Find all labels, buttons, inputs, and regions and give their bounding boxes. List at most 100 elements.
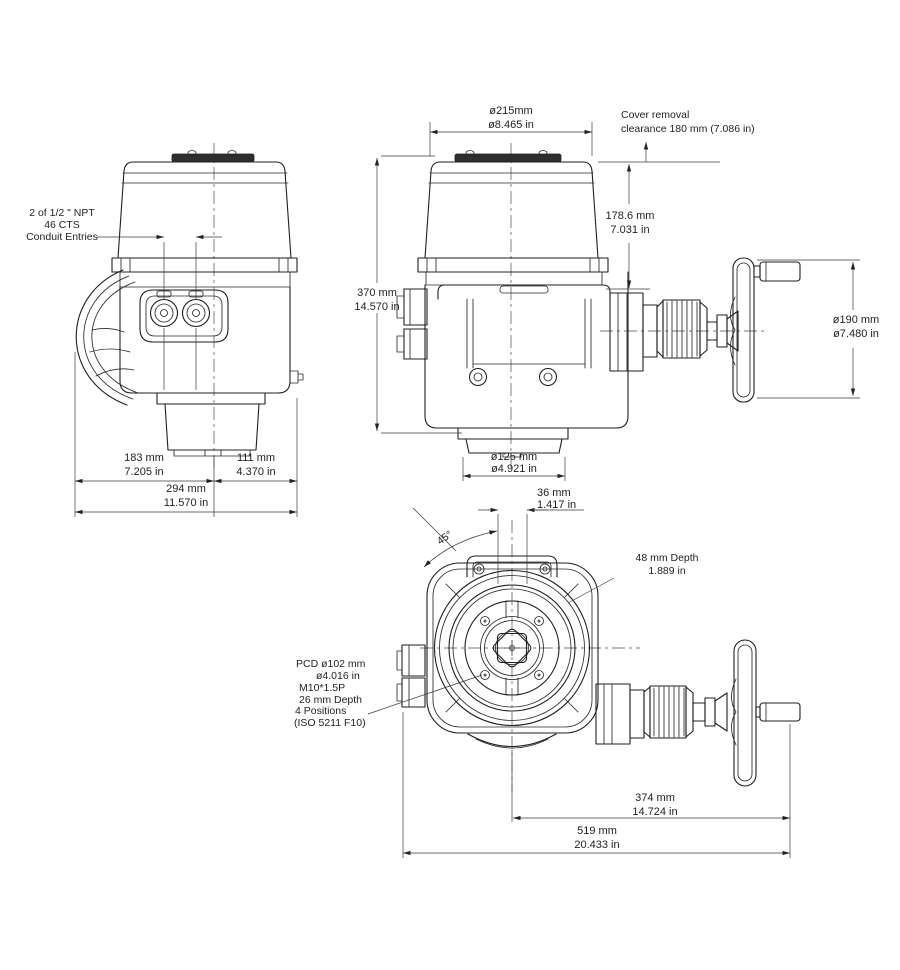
side-handwheel (732, 257, 755, 403)
cover-removal-line2: clearance 180 mm (7.086 in) (621, 123, 755, 135)
front-width-extension-lines (74, 352, 298, 517)
front-handwheel-spokes (89, 327, 135, 377)
pcd-line5: 4 Positions (295, 705, 346, 717)
front-flange (111, 257, 298, 288)
dim-125-in: ø4.921 in (491, 463, 537, 475)
dim-111-mm: 111 mm (237, 452, 275, 464)
plan-corner-creases (445, 583, 579, 713)
plan-dimensions: 36 mm 1.417 in 45° 48 mm Depth 1.889 in … (294, 487, 791, 858)
depth-48-line2: 1.889 in (648, 565, 686, 577)
pcd-line6: (ISO 5211 F10) (294, 717, 366, 729)
dim-1786-mm: 178.6 mm (606, 210, 655, 222)
dim-36-in: 1.417 in (537, 499, 576, 511)
plan-key-slots (505, 600, 519, 696)
dim-215-in: ø8.465 in (488, 119, 534, 131)
side-bracket (466, 298, 592, 387)
conduit-note-line2: 46 CTS (44, 219, 80, 231)
pcd-line3: M10*1.5P (299, 682, 345, 694)
side-crank-stub (753, 265, 761, 278)
front-output-cylinder (156, 392, 266, 457)
front-cover-lines (121, 172, 289, 184)
plan-clutch-knob (649, 685, 687, 739)
side-handwheel-drive (609, 257, 801, 403)
side-handwheel-spokes (730, 296, 736, 366)
plan-handwheel (733, 639, 757, 787)
angle-45-label: 45° (435, 529, 455, 548)
plan-bottom-bulge (467, 733, 557, 748)
dim-36-mm: 36 mm (537, 487, 571, 499)
dim-183-mm: 183 mm (124, 452, 164, 464)
front-cover (117, 161, 292, 259)
dim-370-in: 14.570 in (354, 301, 399, 313)
pcd-line4: 26 mm Depth (299, 694, 362, 706)
conduit-extension-lines (163, 242, 197, 300)
dim-190-extensions (757, 259, 860, 399)
front-conduit-entry-right (181, 298, 211, 328)
front-conduit-hidden-lines (163, 328, 197, 390)
dim-215-extensions (429, 122, 593, 156)
plan-view (396, 520, 801, 792)
side-knurl-ridges (666, 300, 698, 358)
pcd-line1: PCD ø102 mm (296, 658, 366, 670)
side-nameplate (454, 153, 562, 163)
side-bolt-right (538, 367, 558, 387)
side-bolt-left (468, 367, 488, 387)
plan-conduit-entries (396, 644, 426, 708)
side-flange (417, 257, 611, 300)
front-conduit-plate (139, 289, 229, 343)
dim-190-mm: ø190 mm (833, 314, 879, 326)
dim-374-mm: 374 mm (635, 792, 675, 804)
plan-handwheel-spokes (731, 678, 737, 746)
dim-215-mm: ø215mm (489, 105, 532, 117)
dim-519-in: 20.433 in (574, 839, 619, 851)
side-nameplate-screws (465, 150, 548, 156)
conduit-note-line1: 2 of 1/2 " NPT (29, 207, 95, 219)
depth-48-line1: 48 mm Depth (635, 552, 698, 564)
angle-45-reference-line (412, 507, 457, 552)
side-body (424, 271, 629, 429)
side-view (396, 143, 801, 470)
plan-adapter (629, 689, 645, 739)
plan-knurl-ridges (653, 686, 685, 738)
plan-crank-handle (759, 702, 801, 722)
side-cover-lines (428, 172, 595, 184)
plan-body (426, 562, 599, 734)
depth-48-leader (567, 577, 615, 604)
side-cover (424, 161, 599, 259)
dim-294-mm: 294 mm (166, 483, 206, 495)
dim-370-mm: 370 mm (357, 287, 397, 299)
cover-removal-line1: Cover removal (621, 109, 689, 121)
dim-111-in: 4.370 in (236, 466, 275, 478)
side-hub-cone (726, 310, 739, 352)
plan-hub-cone (714, 692, 728, 732)
plan-output-socket (492, 600, 532, 696)
plan-bolt-holes (480, 616, 544, 680)
conduit-note-line3: Conduit Entries (26, 231, 98, 243)
side-crank-handle (759, 261, 801, 282)
dim-294-in: 11.570 in (164, 497, 208, 509)
dim-1786-in: 7.031 in (610, 224, 649, 236)
pcd-line2: ø4.016 in (316, 670, 360, 682)
side-dimensions: ø215mm ø8.465 in Cover removal clearance… (354, 105, 879, 481)
dim-183-in: 7.205 in (124, 466, 163, 478)
plan-spacer (704, 697, 716, 727)
front-view (75, 143, 304, 468)
side-knurl-cap (656, 300, 664, 358)
dim-125-mm: ø125 mm (491, 451, 537, 463)
plan-shaft (692, 702, 706, 722)
dim-374-in: 14.724 in (632, 806, 677, 818)
dim-190-in: ø7.480 in (833, 328, 879, 340)
dim-374-extensions (511, 724, 791, 858)
plan-crank-stub (755, 706, 761, 718)
angle-45-arc (423, 530, 498, 568)
plan-handwheel-drive (595, 639, 801, 787)
front-nameplate (171, 153, 255, 163)
dim-36-extensions (497, 514, 528, 584)
side-conduit-bosses (396, 288, 428, 360)
dim-519-mm: 519 mm (577, 825, 617, 837)
side-output-cylinder (457, 427, 569, 458)
pcd-leader (367, 674, 483, 715)
side-gearbox (609, 292, 644, 372)
